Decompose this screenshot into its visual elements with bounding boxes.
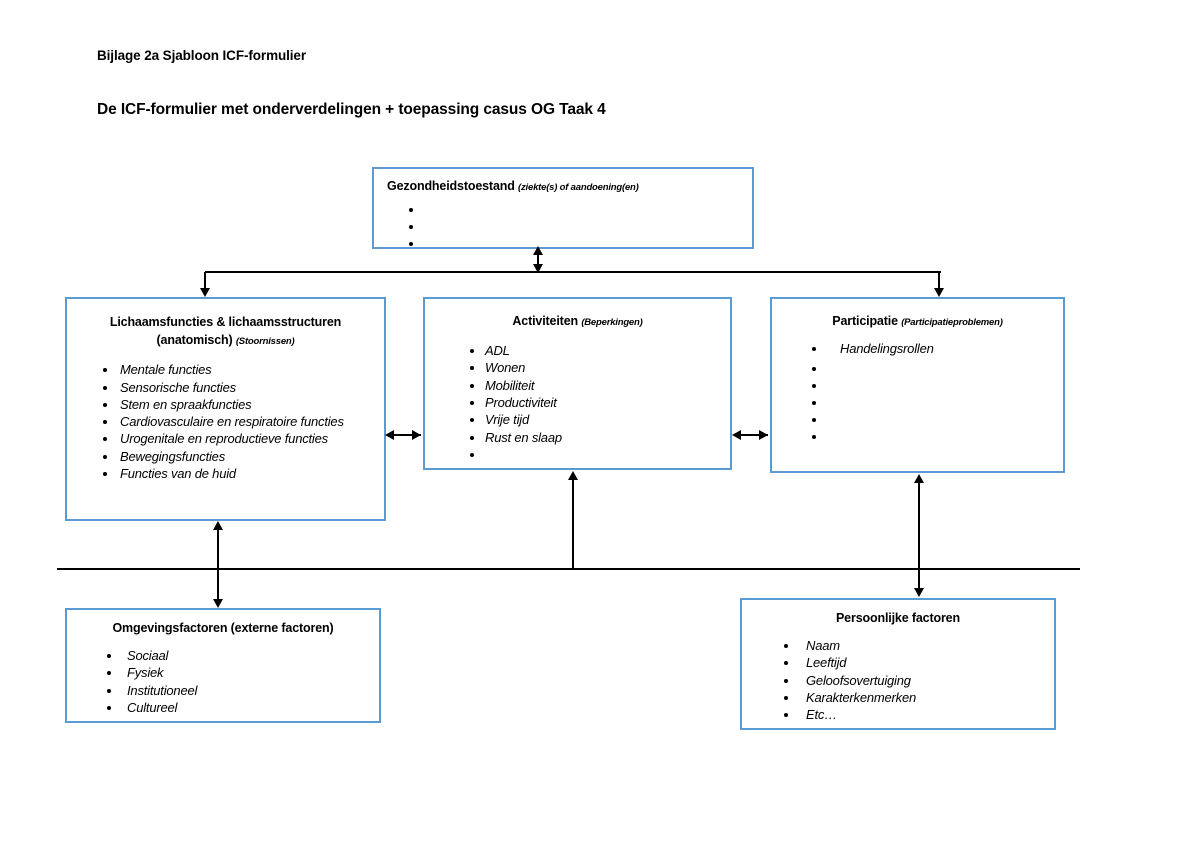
box-activiteiten[interactable]: Activiteiten (Beperkingen) ADL Wonen Mob…: [423, 297, 732, 470]
connector-top-bar: [205, 271, 941, 273]
list-item: Cultureel: [67, 699, 379, 716]
list-item: Vrije tijd: [425, 411, 730, 428]
arrow-up-icon: [568, 471, 578, 480]
box-participatie-title: Participatie (Participatieproblemen): [772, 299, 1063, 330]
box-gezondheidstoestand[interactable]: Gezondheidstoestand (ziekte(s) of aandoe…: [372, 167, 754, 249]
arrow-right-icon: [759, 430, 768, 440]
list-item: Wonen: [425, 359, 730, 376]
list-item: Geloofsovertuiging: [742, 672, 1054, 689]
list-item: Naam: [742, 637, 1054, 654]
list-item: Mobiliteit: [425, 377, 730, 394]
list-item: Rust en slaap: [425, 429, 730, 446]
connector-participation-personal: [918, 482, 920, 589]
list-item: [374, 235, 752, 252]
list-item: Cardiovasculaire en respiratoire functie…: [67, 413, 384, 430]
list-item: [772, 376, 1063, 393]
box-persoonlijke-factoren[interactable]: Persoonlijke factoren Naam Leeftijd Gelo…: [740, 598, 1056, 730]
list-item: Mentale functies: [67, 361, 384, 378]
list-item: [772, 427, 1063, 444]
box-lichaamsfuncties[interactable]: Lichaamsfuncties & lichaamsstructuren (a…: [65, 297, 386, 521]
list-item: Sociaal: [67, 647, 379, 664]
box-lichaamsfuncties-title: Lichaamsfuncties & lichaamsstructuren (a…: [67, 299, 384, 349]
box-persoonlijke-factoren-title: Persoonlijke factoren: [836, 611, 960, 625]
box-omgevingsfactoren[interactable]: Omgevingsfactoren (externe factoren) Soc…: [65, 608, 381, 723]
box-activiteiten-qualifier: (Beperkingen): [581, 317, 643, 328]
arrow-down-icon: [533, 264, 543, 273]
connector-bar-to-participation: [938, 272, 940, 290]
arrow-up-icon: [914, 474, 924, 483]
list-item: [772, 410, 1063, 427]
box-activiteiten-title: Activiteiten (Beperkingen): [425, 299, 730, 330]
box-gezondheidstoestand-list: [374, 201, 752, 252]
connector-bar-to-body: [204, 272, 206, 290]
arrow-left-icon: [732, 430, 741, 440]
document-label: Bijlage 2a Sjabloon ICF-formulier: [97, 48, 306, 63]
list-item: [772, 393, 1063, 410]
list-item: Stem en spraakfuncties: [67, 396, 384, 413]
arrow-right-icon: [412, 430, 421, 440]
arrow-up-icon: [533, 246, 543, 255]
list-item: Leeftijd: [742, 654, 1054, 671]
arrow-left-icon: [385, 430, 394, 440]
connector-activities-baseline: [572, 479, 574, 569]
arrow-down-icon: [934, 288, 944, 297]
box-activiteiten-list: ADL Wonen Mobiliteit Productiviteit Vrij…: [425, 342, 730, 463]
box-lichaamsfuncties-qualifier: (Stoornissen): [235, 336, 295, 348]
box-gezondheidstoestand-title: Gezondheidstoestand (ziekte(s) of aandoe…: [374, 169, 752, 195]
box-participatie-list: Handelingsrollen: [772, 339, 1063, 444]
arrow-down-icon: [914, 588, 924, 597]
list-item: Institutioneel: [67, 682, 379, 699]
list-item: Urogenitale en reproductieve functies: [67, 430, 384, 447]
connector-activities-participation: [735, 434, 768, 436]
list-item: [374, 201, 752, 218]
connector-health-vertical: [537, 249, 539, 272]
list-item: ADL: [425, 342, 730, 359]
page-title: De ICF-formulier met onderverdelingen + …: [97, 101, 606, 118]
list-item: Productiviteit: [425, 394, 730, 411]
box-activiteiten-title-text: Activiteiten: [512, 314, 578, 328]
connector-bottom-bar: [57, 568, 1080, 570]
list-item: [425, 446, 730, 463]
list-item: Functies van de huid: [67, 465, 384, 482]
connector-body-environment: [217, 527, 219, 604]
box-lichaamsfuncties-list: Mentale functies Sensorische functies St…: [67, 361, 384, 482]
list-item: Bewegingsfuncties: [67, 448, 384, 465]
box-lichaamsfuncties-title-line2: (anatomisch): [156, 333, 233, 348]
list-item: Etc…: [742, 706, 1054, 723]
box-omgevingsfactoren-title: Omgevingsfactoren (externe factoren): [112, 621, 334, 635]
box-participatie-qualifier: (Participatieproblemen): [901, 317, 1003, 328]
list-item: [374, 218, 752, 235]
box-gezondheidstoestand-title-text: Gezondheidstoestand: [387, 179, 515, 193]
arrow-up-icon: [213, 521, 223, 530]
box-lichaamsfuncties-title-line1: Lichaamsfuncties & lichaamsstructuren: [109, 315, 342, 329]
box-participatie-title-text: Participatie: [832, 314, 898, 328]
list-item: Sensorische functies: [67, 379, 384, 396]
arrow-down-icon: [213, 599, 223, 608]
list-item: [772, 359, 1063, 376]
connector-body-activities: [388, 434, 421, 436]
box-participatie[interactable]: Participatie (Participatieproblemen) Han…: [770, 297, 1065, 473]
list-item: Karakterkenmerken: [742, 689, 1054, 706]
list-item: Handelingsrollen: [772, 339, 1063, 359]
box-persoonlijke-factoren-list: Naam Leeftijd Geloofsovertuiging Karakte…: [742, 637, 1054, 723]
box-omgevingsfactoren-list: Sociaal Fysiek Institutioneel Cultureel: [67, 647, 379, 716]
list-item: Fysiek: [67, 664, 379, 681]
arrow-down-icon: [200, 288, 210, 297]
box-gezondheidstoestand-qualifier: (ziekte(s) of aandoening(en): [518, 182, 639, 193]
